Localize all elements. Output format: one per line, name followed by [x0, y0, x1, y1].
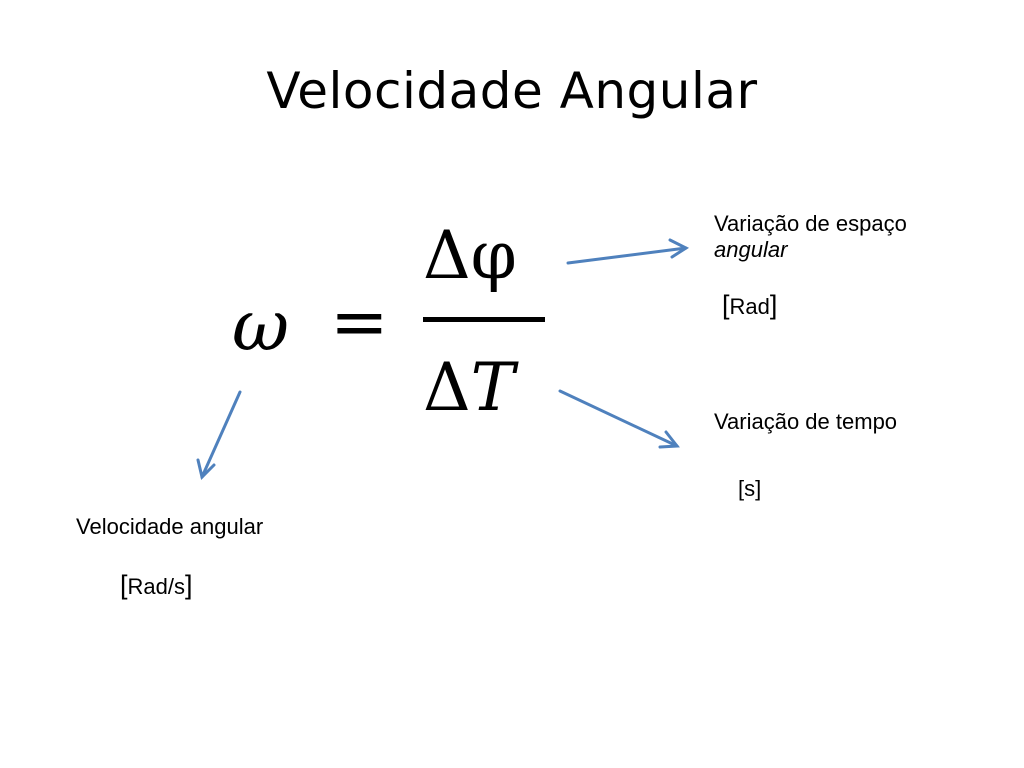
arrow-to-numerator-label	[566, 246, 688, 265]
formula-denominator: ΔT	[423, 349, 520, 426]
arrow-head-omega	[196, 458, 216, 480]
omega-label: Velocidade angular	[76, 514, 264, 539]
denominator-unit: [s]	[738, 476, 762, 501]
formula-omega: ω	[232, 285, 289, 367]
arrow-head-numerator	[668, 238, 690, 259]
numerator-label: Variação de espaço angular	[714, 211, 907, 263]
numerator-label-line2: angular	[714, 237, 788, 262]
denominator-label: Variação de tempo	[714, 409, 898, 434]
slide-title: Velocidade Angular	[266, 62, 758, 120]
fraction-bar	[423, 317, 545, 322]
numerator-label-line1: Variação de espaço	[714, 211, 907, 236]
arrow-to-omega-label	[200, 390, 242, 479]
arrow-to-denominator-label	[558, 389, 679, 448]
arrow-head-denominator	[658, 430, 680, 449]
omega-unit: [Rad/s]	[120, 570, 193, 600]
numerator-unit: [Rad]	[722, 290, 778, 320]
formula-equals-sign: =	[330, 281, 389, 363]
formula-numerator: Δφ	[423, 217, 517, 294]
